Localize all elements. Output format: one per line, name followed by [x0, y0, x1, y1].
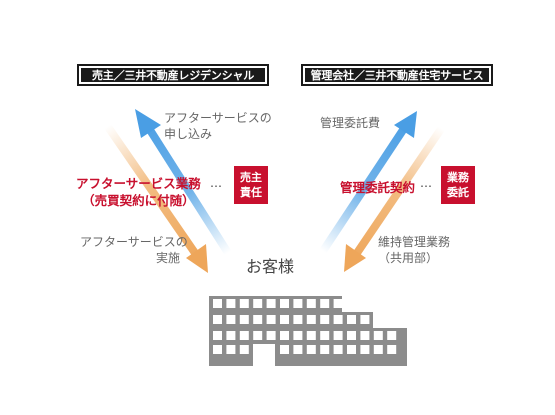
right-dots: … [420, 176, 432, 190]
building-window [333, 331, 343, 340]
right-blue-arrow [317, 111, 417, 257]
building-window [266, 331, 276, 340]
building-window [373, 345, 383, 354]
building-window [306, 331, 316, 340]
building-window [226, 331, 236, 340]
building-window [333, 315, 343, 324]
building-window [280, 345, 289, 354]
building-icon [209, 296, 407, 366]
building-window [306, 315, 316, 324]
building-window [360, 315, 370, 324]
building-window [347, 331, 356, 340]
building-window [360, 345, 370, 354]
seller-box-label: 売主／三井不動産レジデンシャル [81, 68, 265, 82]
building-window [253, 331, 263, 340]
building-window [226, 315, 236, 324]
left-dots: … [210, 176, 222, 190]
building-window [347, 345, 356, 354]
building-window [293, 315, 303, 324]
building-window [253, 299, 263, 308]
building-window [213, 331, 222, 340]
building-window [253, 315, 263, 324]
building-window [293, 299, 303, 308]
management-fee-label: 管理委託費 [320, 116, 381, 130]
building-window [333, 345, 343, 354]
right-orange-arrow [344, 123, 447, 272]
building-window [320, 345, 330, 354]
maintenance-label: 維持管理業務 （共用部） [378, 235, 451, 265]
building-window [239, 315, 249, 324]
building-window [320, 315, 330, 324]
building-window [306, 345, 316, 354]
management-contract-label: 管理委託契約 [340, 180, 416, 195]
building-window [320, 331, 330, 340]
building-window [213, 345, 222, 354]
building-window [280, 315, 289, 324]
customer-label: お客様 [246, 257, 295, 276]
building-window [360, 331, 370, 340]
building-window [239, 299, 249, 308]
building-window [239, 331, 249, 340]
building-window [226, 299, 236, 308]
building-window [333, 299, 343, 308]
seller-responsibility-badge: 売主 責任 [234, 166, 268, 204]
left-blue-arrow [135, 109, 234, 259]
building-window [320, 299, 330, 308]
seller-box: 売主／三井不動産レジデンシャル [77, 64, 269, 86]
building-window [226, 345, 236, 354]
building-window [387, 331, 397, 340]
building-window [306, 299, 316, 308]
building-window [213, 299, 222, 308]
manager-box-label: 管理会社／三井不動産住宅サービス [305, 68, 489, 82]
building-window [280, 299, 289, 308]
building-window [213, 315, 222, 324]
building-window [266, 315, 276, 324]
building-window [293, 345, 303, 354]
building-window [239, 345, 249, 354]
building-window [280, 331, 289, 340]
manager-box: 管理会社／三井不動産住宅サービス [301, 64, 493, 86]
after-service-implementation-label: アフターサービスの 実施 [80, 235, 188, 265]
building-window [347, 315, 356, 324]
left-orange-arrow [102, 121, 208, 273]
after-service-business-label: アフターサービス業務 （売買契約に付随） [76, 176, 201, 208]
building-window [293, 331, 303, 340]
building-window [387, 345, 397, 354]
building-entrance [253, 344, 275, 366]
after-service-request-label: アフターサービスの 申し込み [164, 111, 272, 141]
building-window [373, 331, 383, 340]
business-entrustment-badge: 業務 委託 [441, 166, 475, 204]
building-window [266, 299, 276, 308]
